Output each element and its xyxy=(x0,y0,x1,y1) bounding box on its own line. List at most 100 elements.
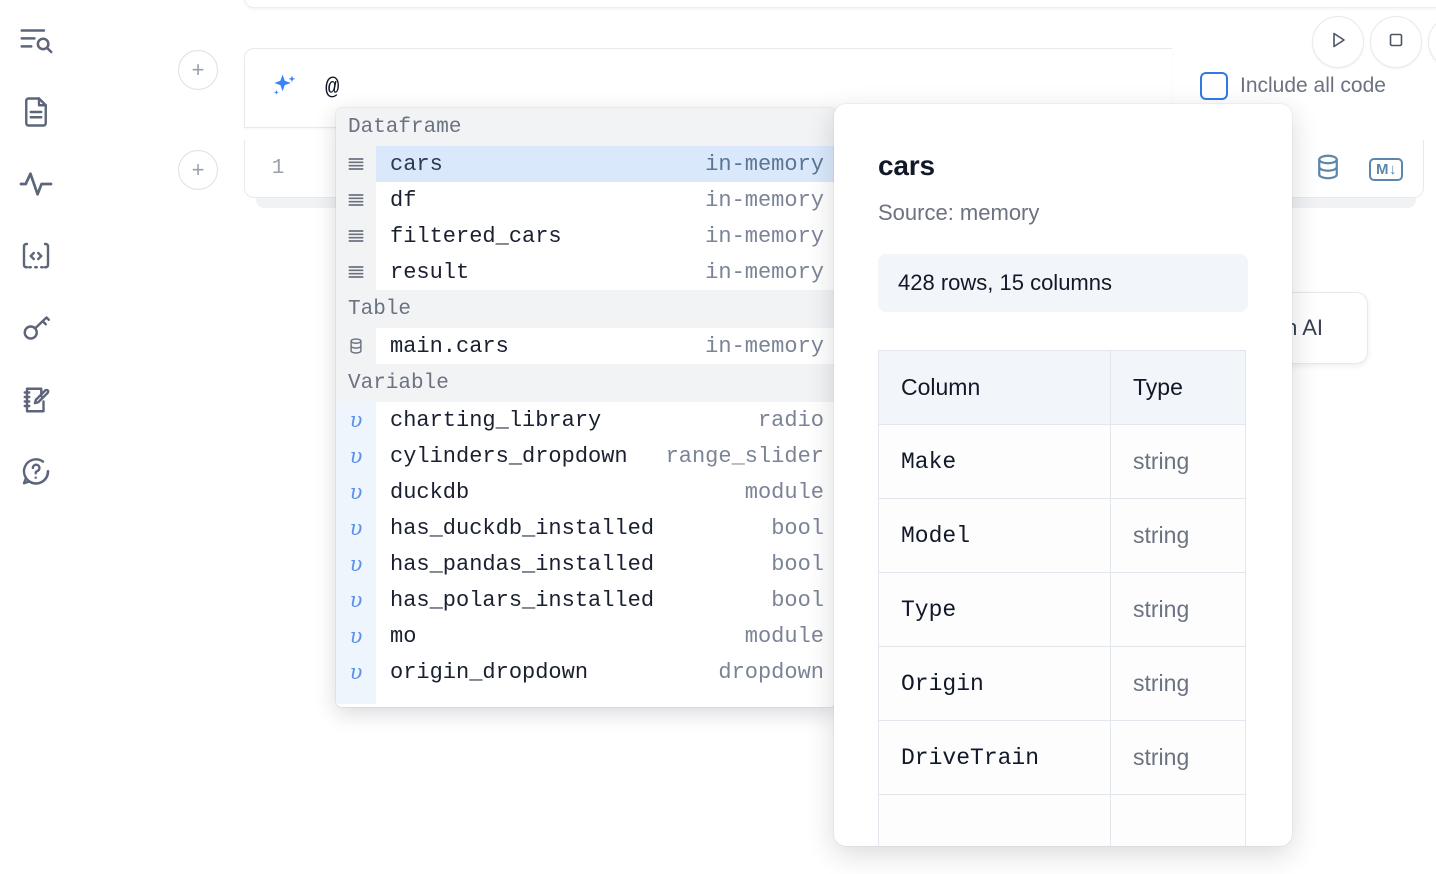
include-all-code-row[interactable]: Include all code xyxy=(1200,72,1386,100)
autocomplete-item-name: has_duckdb_installed xyxy=(390,515,655,541)
autocomplete-item-type: radio xyxy=(757,407,824,433)
autocomplete-item-type: module xyxy=(744,623,824,649)
markdown-letter: M xyxy=(1376,161,1389,178)
autocomplete-item-name: main.cars xyxy=(390,333,509,359)
sidebar-item-explorer[interactable] xyxy=(14,18,58,62)
stop-button[interactable] xyxy=(1370,16,1422,68)
autocomplete-item-name: origin_dropdown xyxy=(390,659,589,685)
autocomplete-section-header: Variable xyxy=(336,364,836,402)
autocomplete-item-cars[interactable]: cars in-memory xyxy=(336,146,836,182)
autocomplete-item-type: in-memory xyxy=(705,259,824,285)
markdown-icon[interactable]: M ↓ xyxy=(1369,158,1403,181)
cell-above-partial[interactable] xyxy=(244,0,1436,8)
ai-prompt-input[interactable] xyxy=(325,74,925,102)
dataframe-icon xyxy=(336,218,376,254)
autocomplete-item-type: in-memory xyxy=(705,333,824,359)
autocomplete-dropdown[interactable]: Dataframe cars in-memory df in-memory fi… xyxy=(336,108,836,707)
autocomplete-item-clipped[interactable] xyxy=(336,690,836,704)
key-icon xyxy=(18,310,54,346)
variable-icon: υ xyxy=(336,438,376,474)
include-all-code-checkbox[interactable] xyxy=(1200,72,1228,100)
cell-column-name xyxy=(878,794,1111,846)
sidebar-item-help[interactable] xyxy=(14,450,58,494)
table-row: Model string xyxy=(878,498,1246,573)
add-cell-above-button[interactable]: + xyxy=(178,50,218,90)
autocomplete-item-duckdb[interactable]: υ duckdb module xyxy=(336,474,836,510)
dataframe-icon xyxy=(336,182,376,218)
panel-title: cars xyxy=(878,150,935,181)
autocomplete-item-type: bool xyxy=(771,551,824,577)
autocomplete-item-type: dropdown xyxy=(718,659,824,685)
autocomplete-item-name: cars xyxy=(390,151,443,177)
database-icon[interactable] xyxy=(1313,152,1343,187)
autocomplete-item-has-duckdb-installed[interactable]: υ has_duckdb_installed bool xyxy=(336,510,836,546)
run-button[interactable] xyxy=(1312,16,1364,68)
stop-square-icon xyxy=(1384,28,1408,57)
cell-column-name: Type xyxy=(878,572,1111,647)
variable-icon xyxy=(336,690,376,704)
cell-column-type: string xyxy=(1110,424,1246,499)
autocomplete-item-type: in-memory xyxy=(705,151,824,177)
autocomplete-item-name: mo xyxy=(390,623,417,649)
sidebar-item-snippets[interactable] xyxy=(14,234,58,278)
autocomplete-item-charting-library[interactable]: υ charting_library radio xyxy=(336,402,836,438)
autocomplete-item-filtered-cars[interactable]: filtered_cars in-memory xyxy=(336,218,836,254)
autocomplete-item-name: has_polars_installed xyxy=(390,587,655,613)
variable-icon: υ xyxy=(336,474,376,510)
autocomplete-item-main-cars[interactable]: main.cars in-memory xyxy=(336,328,836,364)
cell-column-type: string xyxy=(1110,646,1246,721)
left-icon-rail xyxy=(0,0,72,874)
autocomplete-item-origin-dropdown[interactable]: υ origin_dropdown dropdown xyxy=(336,654,836,690)
autocomplete-item-type: module xyxy=(744,479,824,505)
markdown-arrow: ↓ xyxy=(1389,161,1397,178)
variable-icon: υ xyxy=(336,546,376,582)
sidebar-item-secrets[interactable] xyxy=(14,306,58,350)
sparkles-icon xyxy=(267,71,301,105)
more-actions-button[interactable] xyxy=(1428,16,1436,68)
cell-column-name: DriveTrain xyxy=(878,720,1111,795)
autocomplete-item-df[interactable]: df in-memory xyxy=(336,182,836,218)
autocomplete-section-header: Dataframe xyxy=(336,108,836,146)
autocomplete-item-has-polars-installed[interactable]: υ has_polars_installed bool xyxy=(336,582,836,618)
sidebar-item-notebook-files[interactable] xyxy=(14,90,58,134)
list-search-icon xyxy=(17,21,55,59)
cell-column-type: string xyxy=(1110,720,1246,795)
cell-column-name: Model xyxy=(878,498,1111,573)
autocomplete-item-name: charting_library xyxy=(390,407,602,433)
table-header-row: Column Type xyxy=(878,350,1246,425)
autocomplete-item-name: duckdb xyxy=(390,479,470,505)
variable-icon: υ xyxy=(336,618,376,654)
cell-column-name: Make xyxy=(878,424,1111,499)
autocomplete-item-type: range_slider xyxy=(665,443,824,469)
cell-column-type: string xyxy=(1110,498,1246,573)
notepad-pencil-icon xyxy=(18,382,54,418)
dataframe-icon xyxy=(336,254,376,290)
autocomplete-item-name: filtered_cars xyxy=(390,223,562,249)
dataframe-details-panel: cars Source: memory 428 rows, 15 columns… xyxy=(834,104,1292,846)
include-all-code-label: Include all code xyxy=(1240,74,1386,97)
cell-column-type xyxy=(1110,794,1246,846)
sidebar-item-variables[interactable] xyxy=(14,162,58,206)
autocomplete-item-result[interactable]: result in-memory xyxy=(336,254,836,290)
dataframe-icon xyxy=(336,146,376,182)
table-icon xyxy=(336,328,376,364)
autocomplete-item-has-pandas-installed[interactable]: υ has_pandas_installed bool xyxy=(336,546,836,582)
panel-source: Source: memory xyxy=(878,200,1040,225)
autocomplete-item-name: df xyxy=(390,187,417,213)
autocomplete-item-name: has_pandas_installed xyxy=(390,551,655,577)
cell-column-name: Origin xyxy=(878,646,1111,721)
table-row: Origin string xyxy=(878,646,1246,721)
autocomplete-item-mo[interactable]: υ mo module xyxy=(336,618,836,654)
autocomplete-item-type: bool xyxy=(771,515,824,541)
schema-table: Column Type Make string Model string Typ… xyxy=(878,350,1246,846)
autocomplete-item-name: result xyxy=(390,259,470,285)
table-row: Make string xyxy=(878,424,1246,499)
autocomplete-item-cylinders-dropdown[interactable]: υ cylinders_dropdown range_slider xyxy=(336,438,836,474)
variable-icon: υ xyxy=(336,510,376,546)
panel-shape-badge: 428 rows, 15 columns xyxy=(878,254,1248,312)
variable-icon: υ xyxy=(336,582,376,618)
autocomplete-item-type: in-memory xyxy=(705,223,824,249)
code-brackets-icon xyxy=(18,238,54,274)
sidebar-item-scratchpad[interactable] xyxy=(14,378,58,422)
add-cell-below-button[interactable]: + xyxy=(178,150,218,190)
